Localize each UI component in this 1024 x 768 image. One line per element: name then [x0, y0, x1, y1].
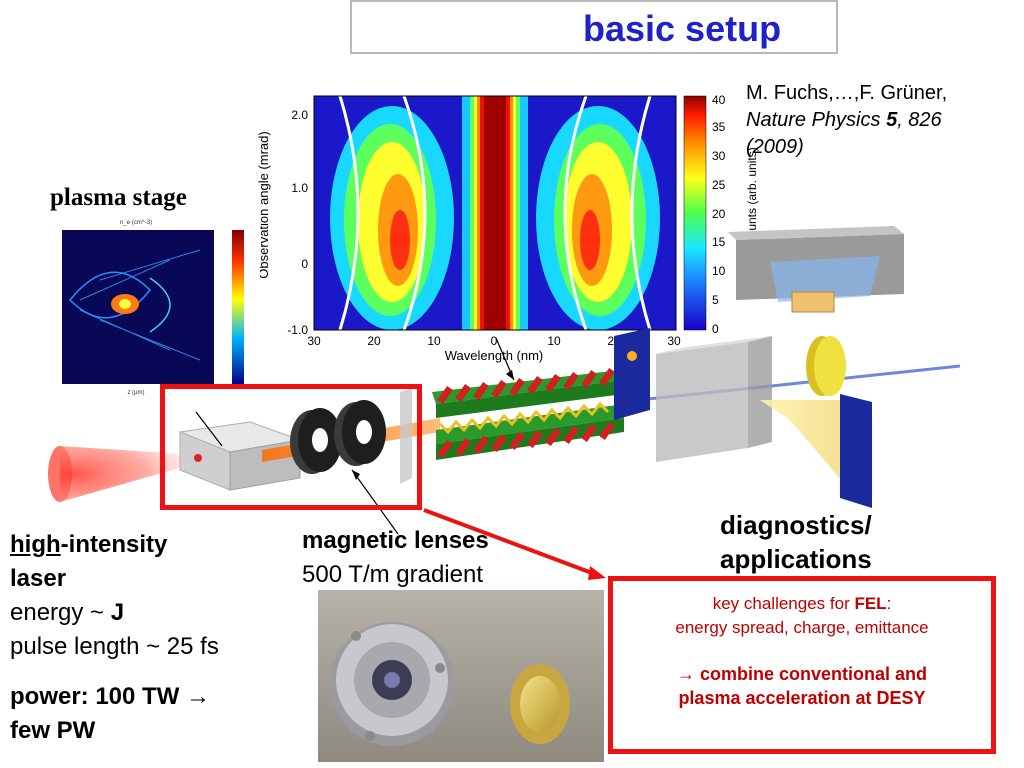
colorbar-tick: 0 — [712, 322, 719, 336]
citation: M. Fuchs,…,F. Grüner, Nature Physics 5, … — [746, 80, 1006, 161]
diagnostics-label: diagnostics/ applications — [720, 508, 872, 576]
x-tick: 30 — [307, 334, 321, 348]
setup-schematic — [48, 226, 961, 535]
x-tick: 30 — [667, 334, 681, 348]
power-description: power: 100 TW → few PW — [10, 680, 260, 748]
citation-journal-line: Nature Physics 5, 826 — [746, 107, 1006, 134]
y-tick: 2.0 — [291, 108, 308, 122]
x-tick: 10 — [427, 334, 441, 348]
power-line2: few PW — [10, 717, 96, 744]
magnetic-lens — [334, 400, 386, 466]
challenges-list: energy spread, charge, emittance — [675, 618, 929, 637]
spectrum-plot: 2.0 1.0 0 -1.0 30 20 10 0 10 20 30 Wavel… — [256, 93, 759, 363]
magnetic-lenses-description: magnetic lenses 500 T/m gradient — [302, 524, 489, 592]
citation-authors: M. Fuchs,…,F. Grüner, — [746, 82, 948, 104]
colorbar-tick: 5 — [712, 293, 719, 307]
citation-pages: , 826 — [897, 109, 942, 131]
x-tick: 10 — [547, 334, 561, 348]
laser-energy: energy ~ — [10, 599, 111, 626]
colorbar-tick: 25 — [712, 178, 726, 192]
combine-text: → combine conventional and plasma accele… — [612, 662, 992, 710]
combine-line2: plasma acceleration at DESY — [678, 688, 926, 708]
laser-pulse-length: pulse length ~ 25 fs — [10, 633, 219, 660]
power-line1: power: 100 TW → — [10, 683, 211, 710]
colorbar-tick: 10 — [712, 264, 726, 278]
laser-label: laser — [10, 565, 67, 592]
y-tick: -1.0 — [287, 323, 308, 337]
challenges-text: key challenges for FEL: energy spread, c… — [612, 592, 992, 640]
diagnostics-line1: diagnostics/ — [720, 510, 872, 540]
laser-intensity: -intensity — [60, 531, 168, 558]
colorbar-tick: 15 — [712, 235, 726, 249]
x-axis-label: Wavelength (nm) — [445, 348, 544, 363]
magnetic-lens-photo — [318, 590, 604, 762]
colorbar — [683, 95, 707, 331]
citation-year: (2009) — [746, 136, 804, 158]
diagnostics-line2: applications — [720, 544, 872, 574]
lenses-label: magnetic lenses — [302, 527, 489, 554]
challenges-box — [608, 576, 996, 754]
colorbar-tick: 30 — [712, 149, 726, 163]
laser-energy-unit: J — [110, 599, 125, 626]
svg-text:z (μm): z (μm) — [127, 390, 144, 396]
plasma-stage-label: plasma stage — [50, 184, 187, 211]
y-tick: 1.0 — [291, 181, 308, 195]
undulator — [432, 367, 624, 460]
challenges-fel: FEL — [854, 594, 887, 613]
lenses-gradient: 500 T/m gradient — [302, 561, 483, 588]
x-tick: 20 — [367, 334, 381, 348]
magnetic-lens — [290, 408, 342, 474]
title-box — [350, 0, 838, 54]
svg-text:n_e·(cm^-3): n_e·(cm^-3) — [120, 220, 152, 226]
connector-arrow — [423, 508, 601, 578]
y-tick: 0 — [301, 257, 308, 271]
laser-description: high-intensity laser energy ~ J pulse le… — [10, 528, 219, 664]
laser-high: high — [10, 531, 61, 558]
laser-beam — [60, 446, 200, 502]
detector-plate — [840, 394, 872, 508]
lens-highlight-box — [160, 384, 422, 510]
spectrometer — [656, 342, 748, 462]
x-tick: 0 — [491, 334, 498, 348]
challenges-prefix: key challenges for — [712, 594, 855, 613]
citation-volume: 5 — [886, 109, 898, 131]
plasma-simulation-image: n_e·(cm^-3) z (μm) — [46, 220, 260, 398]
challenges-suffix: : — [886, 594, 892, 613]
colorbar-tick: 40 — [712, 93, 726, 107]
slide-title: basic setup — [583, 8, 782, 49]
colorbar-tick: 35 — [712, 120, 726, 134]
colorbar-tick: 20 — [712, 207, 726, 221]
citation-journal: Nature Physics — [746, 109, 881, 131]
combine-line1: → combine conventional and — [676, 664, 928, 684]
